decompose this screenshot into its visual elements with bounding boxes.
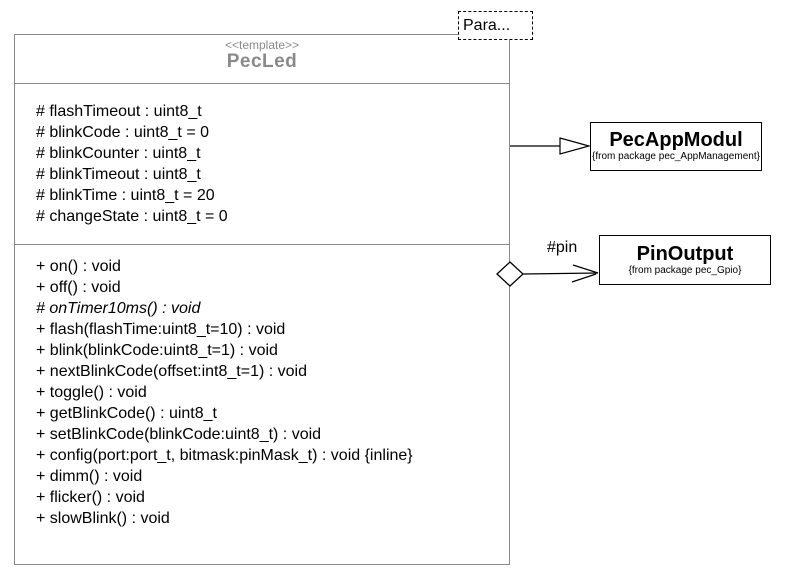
operation-row[interactable]: + toggle() : void	[36, 384, 147, 401]
attribute-row[interactable]: # blinkCounter : uint8_t	[36, 145, 201, 162]
attribute-row[interactable]: # blinkTimeout : uint8_t	[36, 166, 201, 183]
template-parameter-box[interactable]: Para...	[458, 11, 533, 40]
operation-row[interactable]: + slowBlink() : void	[36, 510, 170, 527]
attribute-row[interactable]: # flashTimeout : uint8_t	[36, 103, 202, 120]
operation-row[interactable]: + nextBlinkCode(offset:int8_t=1) : void	[36, 363, 307, 380]
operation-row[interactable]: + config(port:port_t, bitmask:pinMask_t)…	[36, 447, 413, 464]
operation-row[interactable]: + flash(flashTime:uint8_t=10) : void	[36, 321, 286, 338]
attribute-row[interactable]: # blinkTime : uint8_t = 20	[36, 187, 215, 204]
operation-row[interactable]: + on() : void	[36, 258, 121, 275]
class-box-pinoutput[interactable]: PinOutput {from package pec_Gpio}	[599, 235, 771, 285]
from-package-label: {from package pec_Gpio}	[628, 264, 742, 276]
aggregation-role-label[interactable]: #pin	[547, 239, 578, 256]
aggregation-line[interactable]	[522, 272, 599, 275]
aggregation-connector[interactable]	[496, 261, 599, 287]
class-header: <<template>> PecLed	[15, 35, 509, 84]
operation-row[interactable]: + getBlinkCode() : uint8_t	[36, 405, 217, 422]
open-arrowhead-icon[interactable]	[572, 264, 599, 274]
operations-compartment: + on() : void + off() : void # onTimer10…	[15, 245, 509, 529]
generalization-connector[interactable]	[510, 137, 592, 155]
operation-row[interactable]: + blink(blinkCode:uint8_t=1) : void	[36, 342, 278, 359]
operation-row[interactable]: + dimm() : void	[36, 468, 143, 485]
operation-row[interactable]: + flicker() : void	[36, 489, 145, 506]
from-package-label: {from package pec_AppManagement}	[592, 151, 760, 162]
class-name[interactable]: PecLed	[226, 51, 298, 72]
class-name[interactable]: PecAppModul	[609, 129, 743, 151]
operation-row[interactable]: + off() : void	[36, 279, 121, 296]
attributes-compartment: # flashTimeout : uint8_t # blinkCode : u…	[15, 84, 509, 245]
attribute-row[interactable]: # blinkCode : uint8_t = 0	[36, 124, 210, 141]
hollow-triangle-arrowhead-icon[interactable]	[559, 137, 592, 155]
class-box-pecappmodul[interactable]: PecAppModul {from package pec_AppManagem…	[590, 122, 762, 171]
class-stereotype: <<template>>	[224, 38, 300, 52]
attribute-row[interactable]: # changeState : uint8_t = 0	[36, 208, 228, 225]
open-arrowhead-icon[interactable]	[571, 273, 597, 283]
operation-row-abstract[interactable]: # onTimer10ms() : void	[36, 300, 201, 317]
class-box-pecled[interactable]: <<template>> PecLed # flashTimeout : uin…	[14, 34, 510, 565]
operation-row[interactable]: + setBlinkCode(blinkCode:uint8_t) : void	[36, 426, 322, 443]
class-name[interactable]: PinOutput	[636, 242, 734, 265]
